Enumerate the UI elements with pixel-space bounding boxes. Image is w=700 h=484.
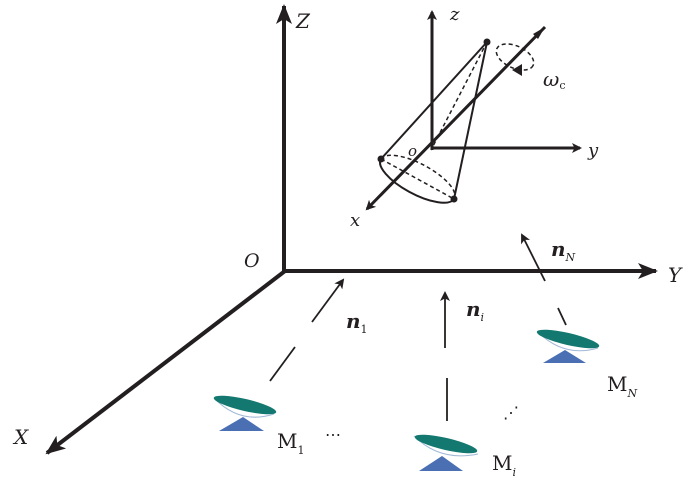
cone-side-left <box>380 41 488 160</box>
normal-vectors <box>269 233 567 421</box>
label-y: y <box>587 140 599 161</box>
station-Mi <box>413 434 479 471</box>
rotation-indicator-dashed <box>495 43 535 71</box>
local-frame <box>365 10 582 211</box>
normal-n1-arrow <box>311 278 345 323</box>
station-M1 <box>213 395 277 431</box>
normal-nN-arrow <box>521 233 546 282</box>
dish-base <box>543 350 586 363</box>
station-MN <box>536 329 600 363</box>
label-ni: ni <box>466 297 484 324</box>
normal-n1-segment <box>269 346 296 382</box>
dish-base <box>419 456 463 471</box>
label-nN: nN <box>551 237 576 264</box>
rotation-arrowhead <box>512 64 522 76</box>
dish-reflector <box>213 395 277 415</box>
label-O: O <box>244 250 260 272</box>
label-Mi: Mi <box>492 451 516 479</box>
label-Z: Z <box>295 9 311 33</box>
label-omega-c: ωc <box>543 67 565 92</box>
cone-axis-dashed <box>430 41 488 151</box>
cone-base-point-right <box>450 195 458 203</box>
dish-reflector <box>536 329 600 349</box>
label-MN: MN <box>607 372 637 400</box>
local-x-axis <box>365 25 547 211</box>
cone-base-front <box>379 158 455 204</box>
label-n1: n1 <box>346 309 368 336</box>
cone-spin-axis-arrowhead <box>533 27 545 39</box>
normal-nN-segment <box>557 307 567 326</box>
ellipsis-diagonal: ⋰ <box>503 403 519 422</box>
label-x: x <box>350 210 360 231</box>
global-x-axis <box>45 269 287 455</box>
label-X: X <box>12 425 29 449</box>
global-axes <box>45 4 658 455</box>
label-o: o <box>408 142 417 160</box>
label-z: z <box>449 4 460 25</box>
cone-side-right <box>453 41 488 200</box>
dish-rim <box>213 397 275 418</box>
cone-apex-point <box>483 38 491 46</box>
dish-reflector <box>414 434 478 454</box>
label-Y: Y <box>668 263 683 287</box>
ellipsis-horizontal: ⋯ <box>325 425 341 444</box>
dish-base <box>219 417 264 431</box>
cone-base-back-dashed <box>380 154 456 200</box>
cone-base-point-left <box>377 155 385 163</box>
label-M1: M1 <box>277 429 304 457</box>
